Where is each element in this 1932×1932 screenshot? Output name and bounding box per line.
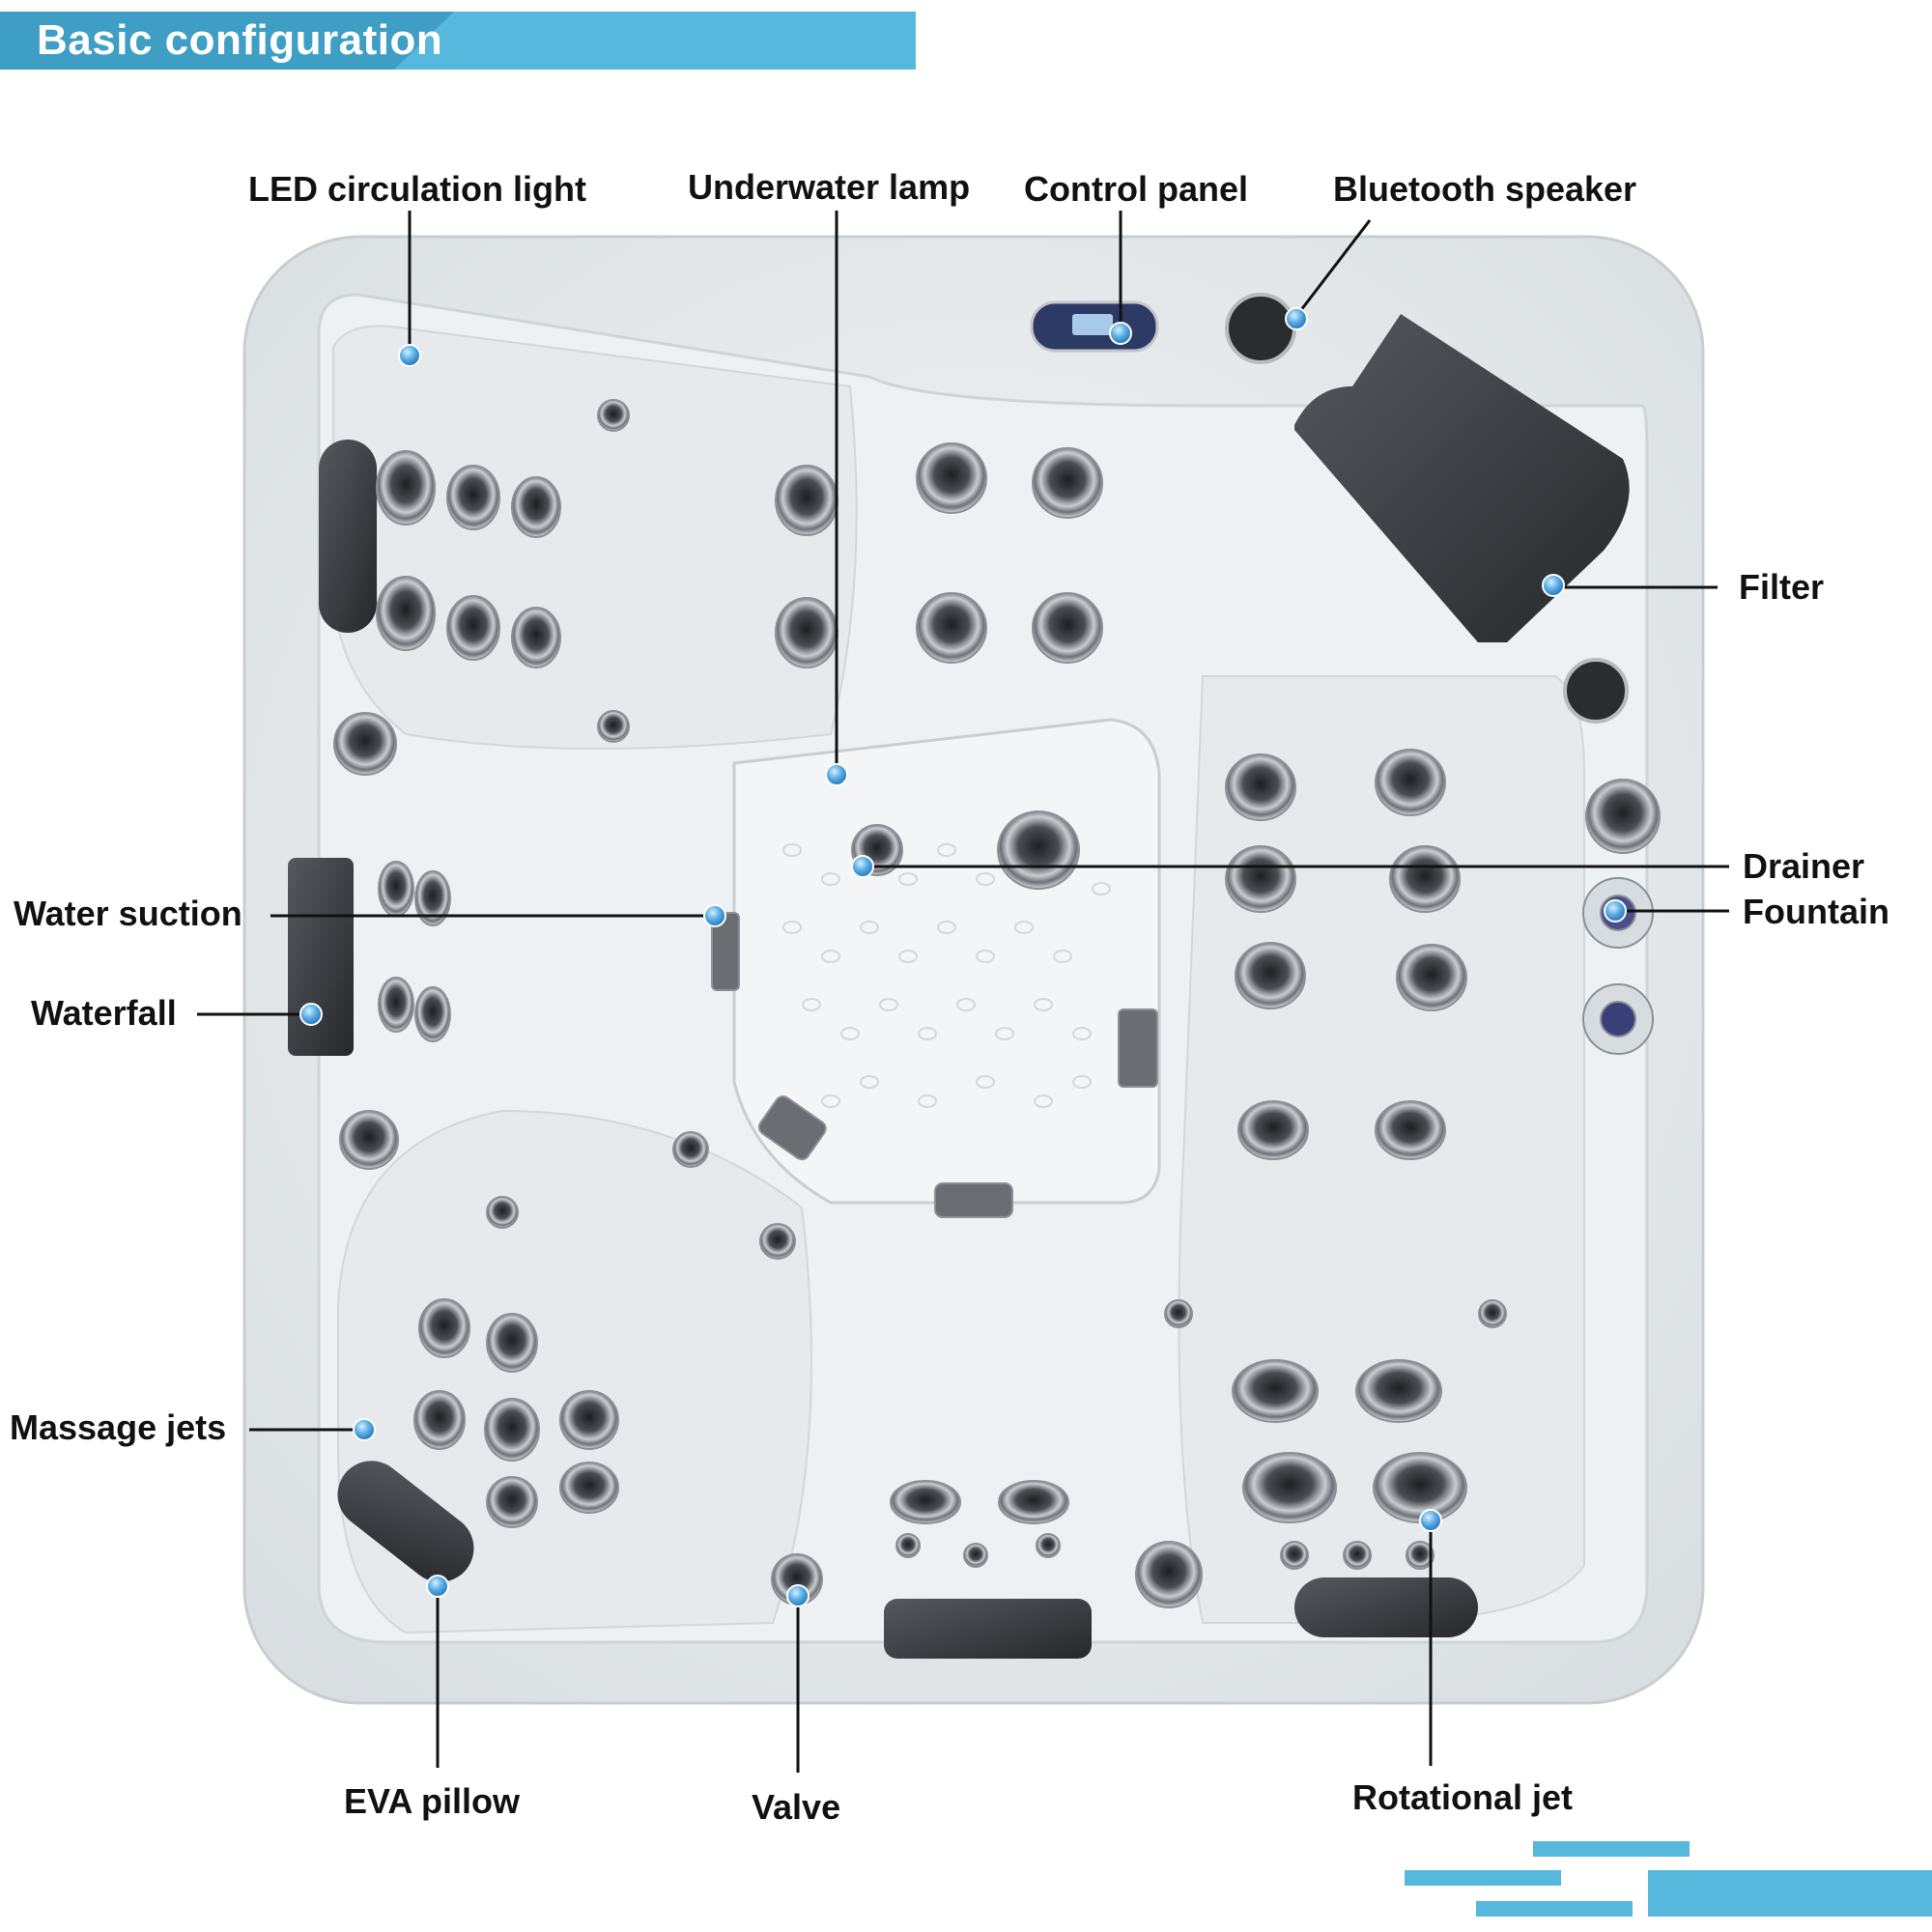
seat-bottom-left — [337, 1109, 812, 1634]
header-banner — [0, 12, 916, 70]
marker-filter — [1542, 574, 1565, 597]
label-massage-jets: Massage jets — [10, 1407, 227, 1447]
label-rotational-jet: Rotational jet — [1352, 1777, 1574, 1817]
headrest-bottom-right — [1294, 1577, 1478, 1637]
marker-water-suction — [703, 904, 726, 927]
label-drainer: Drainer — [1743, 846, 1865, 886]
marker-massage-jets — [353, 1418, 376, 1441]
label-eva-pillow: EVA pillow — [344, 1781, 521, 1821]
filter-cover — [1294, 314, 1630, 642]
decor-stripe-1 — [1533, 1841, 1690, 1857]
markers — [299, 307, 1627, 1607]
marker-rotational-jet — [1419, 1509, 1442, 1532]
speaker-right — [1563, 658, 1629, 724]
label-led-circulation-light: LED circulation light — [248, 169, 587, 209]
seat-top-left — [332, 325, 858, 750]
label-waterfall: Waterfall — [31, 993, 177, 1033]
label-bluetooth-speaker: Bluetooth speaker — [1333, 169, 1637, 209]
jets — [333, 399, 1661, 1608]
label-valve: Valve — [752, 1787, 841, 1827]
marker-control-panel — [1109, 322, 1132, 345]
headrest-bottom-center — [884, 1599, 1092, 1659]
marker-fountain — [1604, 899, 1627, 923]
decor-block — [1648, 1870, 1932, 1917]
marker-drainer — [851, 855, 874, 878]
page-title: Basic configuration — [37, 16, 443, 64]
label-water-suction: Water suction — [14, 894, 242, 933]
marker-valve — [786, 1584, 810, 1607]
bluetooth-speaker-unit — [1225, 293, 1296, 364]
headrest-top-left — [319, 440, 377, 633]
marker-led-light — [398, 344, 421, 367]
label-control-panel: Control panel — [1024, 169, 1248, 209]
label-filter: Filter — [1739, 567, 1825, 607]
label-underwater-lamp: Underwater lamp — [688, 167, 971, 207]
waterfall-panel — [288, 858, 354, 1056]
leader-lines — [197, 211, 1729, 1773]
marker-waterfall — [299, 1003, 323, 1026]
eva-pillow-shape — [337, 1461, 474, 1582]
decor-stripe-2 — [1405, 1870, 1561, 1886]
decor-stripe-3 — [1476, 1901, 1633, 1917]
marker-underwater-lamp — [825, 763, 848, 786]
label-fountain: Fountain — [1743, 892, 1889, 931]
marker-eva-pillow — [426, 1575, 449, 1598]
marker-bluetooth-speaker — [1285, 307, 1308, 330]
